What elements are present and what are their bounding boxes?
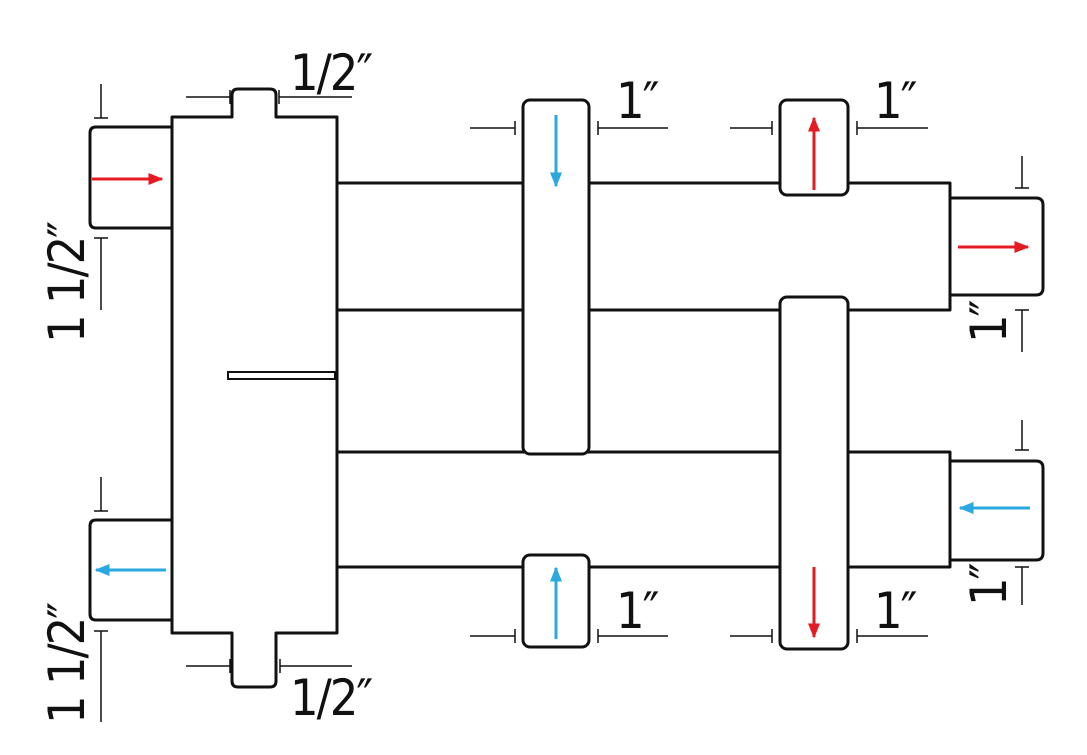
dimension-label-branch-1-top: 1″: [616, 72, 659, 130]
dimension-label-branch-1-bottom: 1″: [616, 582, 659, 640]
hydraulic-separator-body: [170, 87, 339, 689]
dimension-label-branch-2-bottom: 1″: [874, 582, 917, 640]
right-lower-inlet-port: [948, 459, 1045, 562]
dimension-lines: [94, 84, 1029, 722]
separator-internal-baffle: [227, 371, 336, 380]
dimension-label-left-upper-inlet: 1 1/2″: [38, 222, 96, 343]
upper-supply-pipe: [335, 181, 952, 312]
dimension-label-bottom-half-inch: 1/2″: [290, 669, 372, 727]
branch-2-bottom-collar: [778, 295, 850, 651]
dimension-label-top-half-inch: 1/2″: [290, 44, 372, 102]
branch-1-top-collar: [521, 98, 591, 456]
dimension-label-right-lower-inlet: 1″: [960, 563, 1018, 606]
lower-return-pipe: [335, 450, 952, 569]
dimension-label-right-upper-outlet: 1″: [960, 300, 1018, 343]
dimension-label-left-lower-outlet: 1 1/2″: [38, 603, 96, 724]
dimension-label-branch-2-top: 1″: [874, 72, 917, 130]
